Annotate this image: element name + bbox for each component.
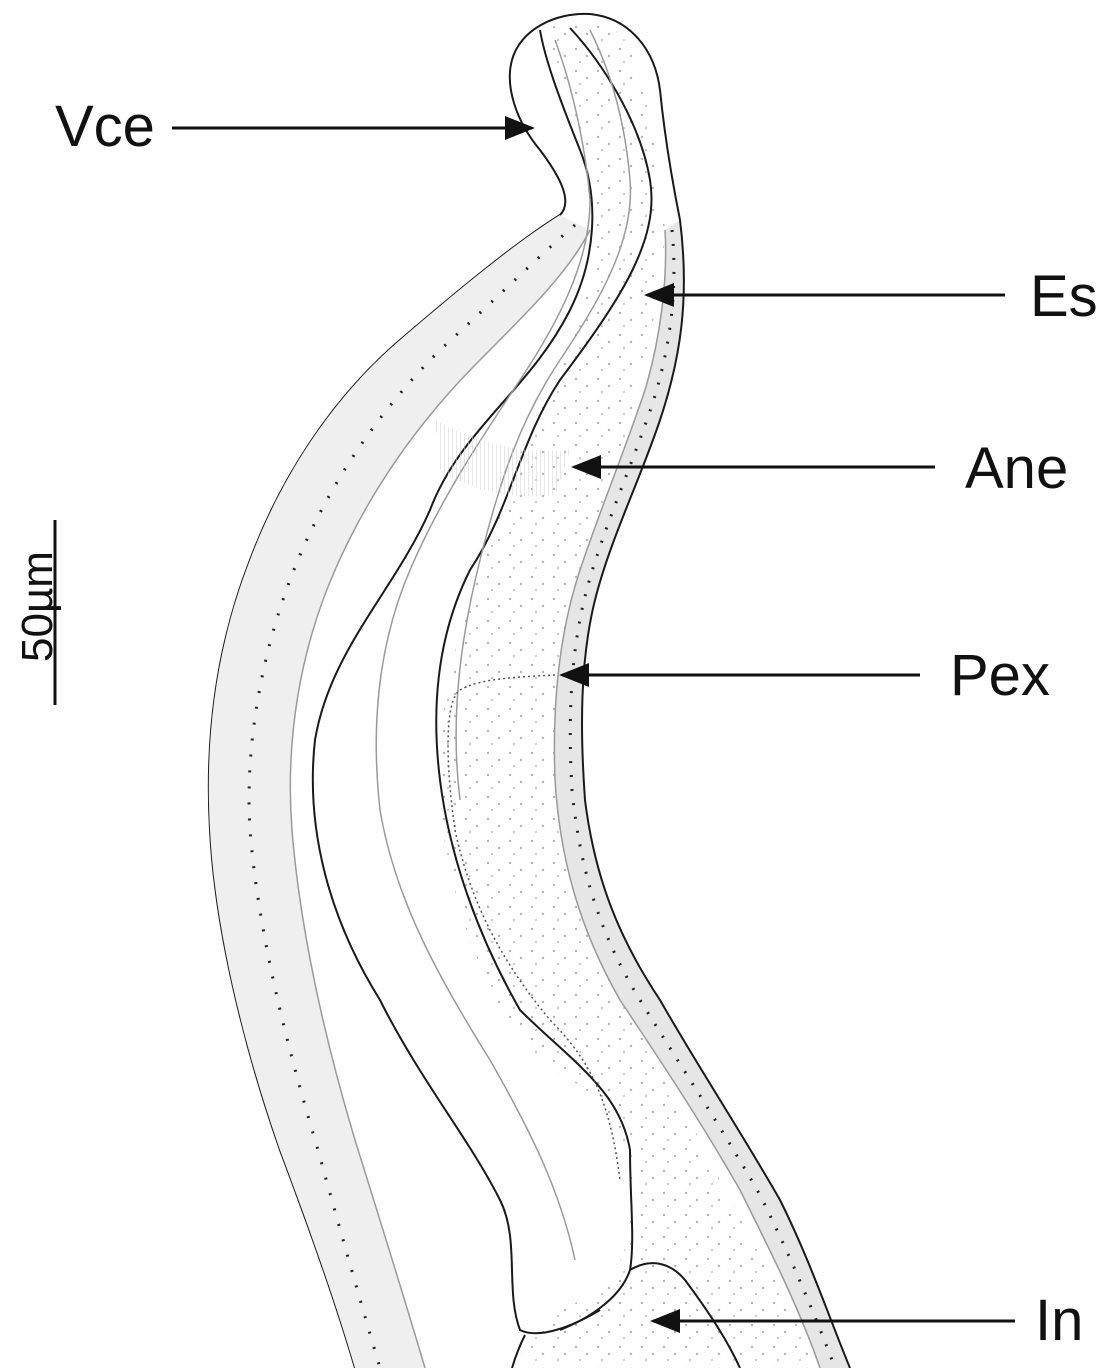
label-vce: Vce — [55, 98, 155, 156]
scale-bar-label: 50µm — [16, 551, 60, 662]
label-pex: Pex — [950, 647, 1050, 705]
label-es: Es — [1030, 268, 1098, 326]
label-ane: Ane — [965, 440, 1068, 498]
esophagus-region — [440, 23, 830, 1368]
label-in: In — [1035, 1292, 1083, 1350]
